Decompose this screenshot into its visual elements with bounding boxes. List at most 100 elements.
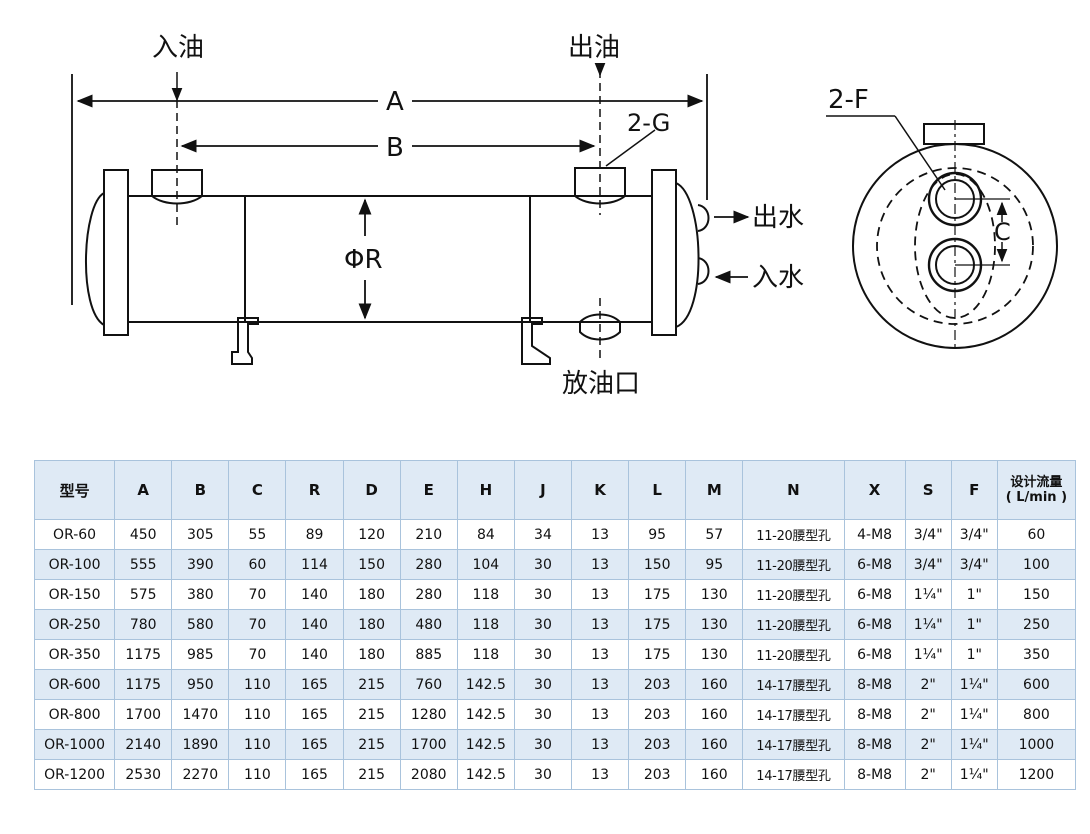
table-cell: 95 [685, 549, 744, 580]
dimension-a-line [71, 74, 708, 305]
table-cell: 30 [513, 669, 573, 700]
oil-drain-port [579, 298, 621, 362]
table-cell: 1¼" [950, 669, 998, 700]
table-cell: 1700 [399, 729, 458, 760]
label-dim-r: ΦR [344, 245, 383, 275]
table-cell: 142.5 [456, 699, 515, 730]
table-cell: 175 [628, 639, 687, 670]
header-cell: J [513, 460, 573, 520]
table-cell: 13 [571, 519, 630, 550]
table-cell: 6-M8 [843, 609, 906, 640]
label-water-out: 出水 [752, 203, 804, 233]
model-cell: OR-1200 [33, 759, 116, 790]
table-cell: 11-20腰型孔 [742, 549, 845, 580]
label-flange-g: 2-G [627, 109, 670, 137]
table-cell: 84 [456, 519, 515, 550]
table-cell: 780 [114, 609, 173, 640]
table-cell: 142.5 [456, 759, 515, 790]
model-cell: OR-60 [33, 519, 116, 550]
model-cell: OR-350 [33, 639, 116, 670]
header-cell: R [285, 460, 344, 520]
table-cell: 580 [171, 609, 230, 640]
table-cell: 203 [628, 669, 687, 700]
table-cell: 150 [996, 579, 1077, 610]
table-cell: 210 [399, 519, 458, 550]
table-cell: 985 [171, 639, 230, 670]
table-cell: 215 [342, 729, 401, 760]
left-flange [84, 169, 129, 336]
table-cell: 114 [285, 549, 344, 580]
table-cell: 280 [399, 549, 458, 580]
header-cell: N [742, 460, 845, 520]
table-cell: 13 [571, 759, 630, 790]
table-cell: 380 [171, 579, 230, 610]
table-cell: 11-20腰型孔 [742, 579, 845, 610]
header-cell: C [228, 460, 287, 520]
table-cell: 305 [171, 519, 230, 550]
table-cell: 140 [285, 609, 344, 640]
table-cell: 2" [904, 699, 952, 730]
header-cell: E [399, 460, 458, 520]
table-cell: 104 [456, 549, 515, 580]
table-cell: 13 [571, 699, 630, 730]
table-cell: 11-20腰型孔 [742, 639, 845, 670]
label-oil-drain: 放油口 [562, 369, 640, 399]
table-cell: 34 [513, 519, 573, 550]
table-cell: 1280 [399, 699, 458, 730]
table-cell: 118 [456, 579, 515, 610]
table-cell: 14-17腰型孔 [742, 759, 845, 790]
table-cell: 30 [513, 549, 573, 580]
table-cell: 70 [228, 609, 287, 640]
table-cell: 1700 [114, 699, 173, 730]
table-cell: 150 [342, 549, 401, 580]
model-cell: OR-800 [33, 699, 116, 730]
model-cell: OR-250 [33, 609, 116, 640]
table-cell: 175 [628, 609, 687, 640]
table-cell: 950 [171, 669, 230, 700]
table-cell: 160 [685, 699, 744, 730]
header-cell: B [171, 460, 230, 520]
table-cell: 160 [685, 729, 744, 760]
table-cell: 600 [996, 669, 1077, 700]
table-cell: 800 [996, 699, 1077, 730]
label-water-in: 入水 [752, 263, 804, 293]
table-cell: 3/4" [904, 519, 952, 550]
header-cell: K [571, 460, 630, 520]
table-cell: 1¼" [904, 639, 952, 670]
table-cell: 350 [996, 639, 1077, 670]
table-cell: 30 [513, 759, 573, 790]
table-cell: 2" [904, 759, 952, 790]
table-cell: 130 [685, 639, 744, 670]
table-cell: 13 [571, 669, 630, 700]
table-header-row: 型号 A B C R D E H J K L M N X S F 设计流量 ( … [33, 460, 1077, 520]
table-cell: 142.5 [456, 669, 515, 700]
table-cell: 1890 [171, 729, 230, 760]
support-feet [231, 317, 551, 365]
table-cell: 130 [685, 609, 744, 640]
table-cell: 118 [456, 609, 515, 640]
label-dim-b: B [386, 133, 404, 163]
table-cell: 8-M8 [843, 699, 906, 730]
label-dim-a: A [386, 87, 404, 117]
table-cell: 3/4" [950, 549, 998, 580]
table-cell: 30 [513, 639, 573, 670]
table-cell: 30 [513, 609, 573, 640]
header-cell: L [628, 460, 687, 520]
table-cell: 6-M8 [843, 639, 906, 670]
table-cell: 2" [904, 669, 952, 700]
table-cell: 175 [628, 579, 687, 610]
table-cell: 450 [114, 519, 173, 550]
table-cell: 4-M8 [843, 519, 906, 550]
table-cell: 1" [950, 639, 998, 670]
table-cell: 3/4" [904, 549, 952, 580]
table-cell: 142.5 [456, 729, 515, 760]
table-cell: 11-20腰型孔 [742, 609, 845, 640]
table-cell: 1¼" [950, 699, 998, 730]
